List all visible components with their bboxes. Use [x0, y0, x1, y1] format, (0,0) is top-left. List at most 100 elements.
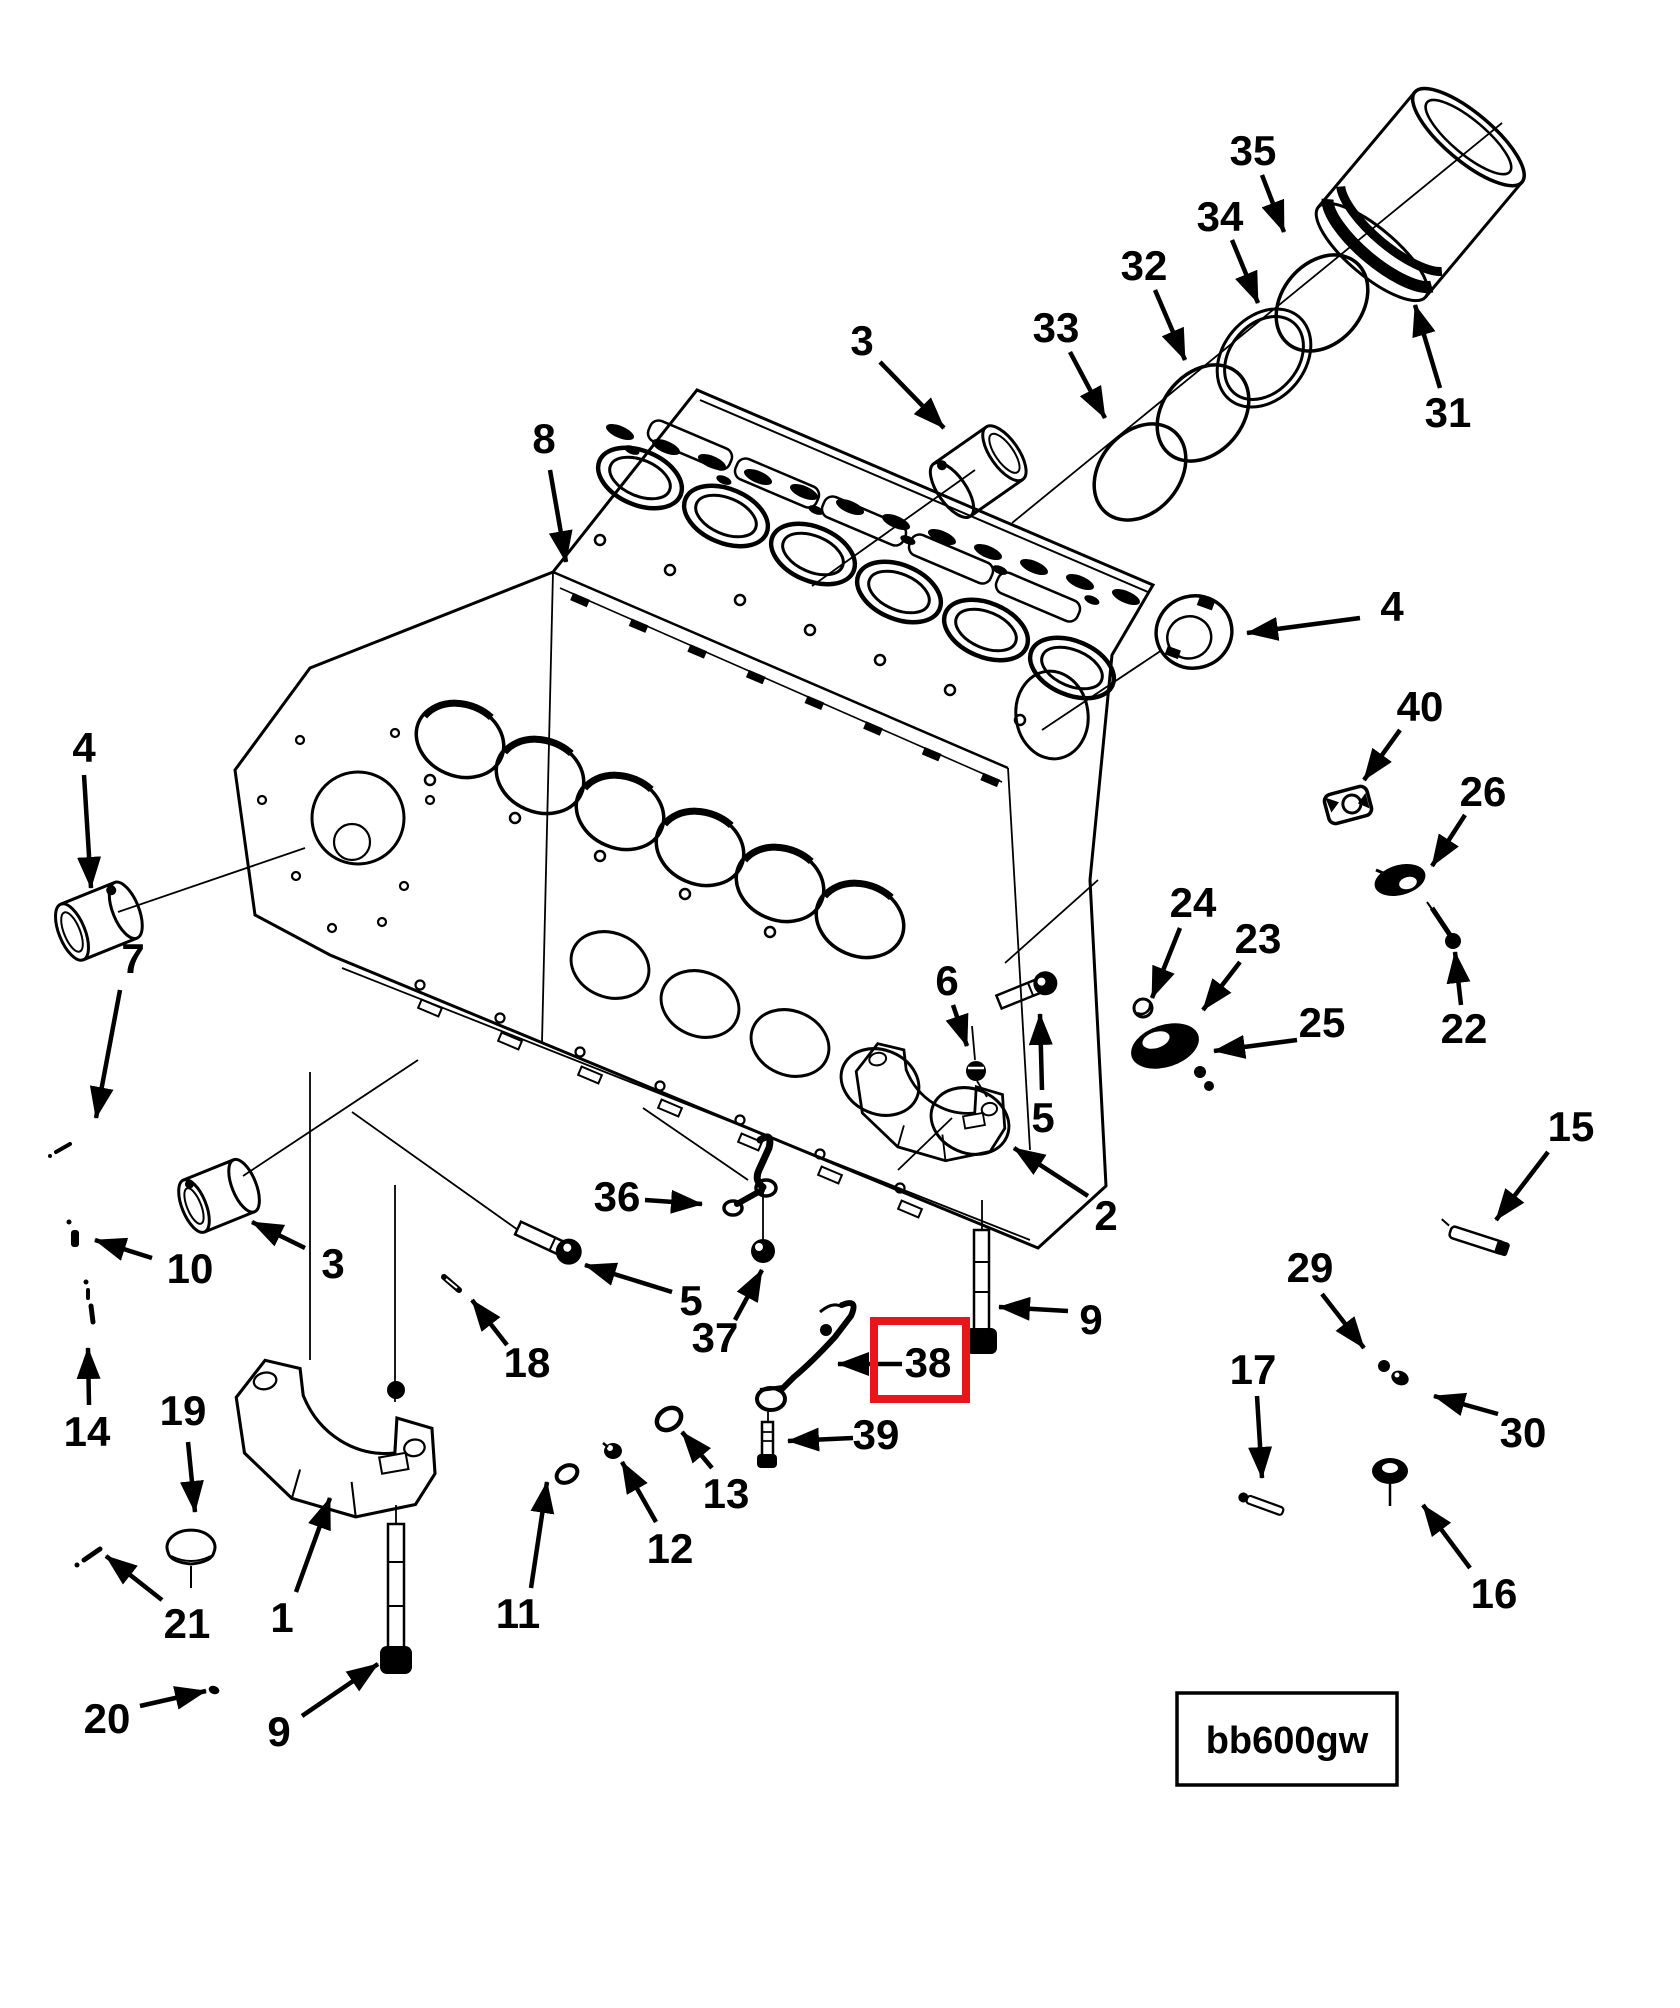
ring-11 [554, 1463, 580, 1485]
callout-arrow-32 [1152, 289, 1188, 361]
highlight-box [870, 1317, 970, 1403]
callout-arrow-39 [787, 1427, 854, 1452]
callout-4-left: 4 [72, 724, 96, 771]
callout-21: 21 [164, 1600, 211, 1647]
callout-arrow-5-left [584, 1262, 673, 1295]
callout-5-right: 5 [1031, 1094, 1054, 1141]
clip-40 [1322, 784, 1374, 826]
callout-14: 14 [64, 1408, 111, 1455]
main-bolt-9-left [380, 1381, 412, 1674]
engine-block [233, 388, 1156, 1250]
grommet-16 [1372, 1458, 1408, 1506]
callout-arrow-3-left [251, 1219, 306, 1251]
callout-arrow-37 [733, 1268, 764, 1322]
figure-code-text: bb600gw [1206, 1720, 1369, 1762]
plug-12 [602, 1442, 622, 1459]
callout-arrow-4-left [77, 774, 102, 889]
o-ring-35 [1274, 253, 1370, 353]
pin-21 [74, 1546, 103, 1568]
o-ring-32 [1155, 363, 1251, 463]
plug-20 [208, 1685, 220, 1695]
clamp-26 [1374, 864, 1426, 896]
callout-arrow-36 [644, 1189, 703, 1214]
callout-20: 20 [84, 1695, 131, 1742]
callout-13: 13 [703, 1470, 750, 1517]
callout-arrow-20 [139, 1686, 207, 1710]
nut-6 [966, 1061, 986, 1081]
bearing-cap-1 [234, 1358, 437, 1519]
cam-bushing-3-top [928, 424, 1028, 519]
callout-arrow-3-top [878, 360, 946, 430]
callout-arrow-23 [1201, 960, 1242, 1012]
callout-17: 17 [1230, 1346, 1277, 1393]
callout-2: 2 [1094, 1192, 1117, 1239]
callout-22: 22 [1441, 1005, 1488, 1052]
callout-arrow-2 [1012, 1146, 1090, 1198]
callout-35: 35 [1230, 127, 1277, 174]
callout-10: 10 [167, 1245, 214, 1292]
callout-8: 8 [532, 415, 555, 462]
callout-arrow-29 [1320, 1292, 1366, 1350]
callout-arrow-24 [1149, 927, 1183, 999]
cam-bushing-4-left [54, 880, 144, 962]
callout-arrow-19 [179, 1441, 204, 1513]
callout-34: 34 [1197, 193, 1244, 240]
callout-arrow-30 [1433, 1392, 1499, 1417]
callout-arrow-16 [1421, 1503, 1472, 1570]
callout-3-top: 3 [850, 317, 873, 364]
callout-4-right: 4 [1380, 583, 1404, 630]
callout-arrow-9-left [300, 1662, 380, 1718]
callout-15: 15 [1548, 1103, 1595, 1150]
callout-arrow-33 [1068, 350, 1107, 420]
callout-7: 7 [121, 935, 144, 982]
callout-arrow-7 [89, 989, 123, 1119]
callout-32: 32 [1121, 242, 1168, 289]
main-bolt-9-right [966, 1228, 997, 1354]
callout-arrow-15 [1494, 1150, 1550, 1222]
callout-6: 6 [935, 957, 958, 1004]
callout-arrow-31 [1412, 304, 1443, 389]
callout-31: 31 [1425, 389, 1472, 436]
callout-29: 29 [1287, 1244, 1334, 1291]
figure-code-box: bb600gw [1175, 1691, 1399, 1787]
callout-33: 33 [1033, 304, 1080, 351]
callout-arrow-12 [620, 1460, 658, 1524]
thrust-ring-4-right [1154, 594, 1234, 670]
callout-30: 30 [1500, 1409, 1547, 1456]
callout-9-left: 9 [267, 1708, 290, 1755]
bolt-37 [751, 1239, 775, 1263]
callout-arrow-13 [680, 1430, 714, 1470]
callout-40: 40 [1397, 683, 1444, 730]
o-ring-13 [654, 1405, 684, 1433]
callout-arrow-25 [1213, 1035, 1298, 1059]
callout-19: 19 [160, 1387, 207, 1434]
callout-arrow-14 [76, 1347, 101, 1406]
callout-23: 23 [1235, 915, 1282, 962]
ball-24 [1132, 997, 1154, 1019]
callout-3-left: 3 [321, 1240, 344, 1287]
fitting-29-30 [1378, 1360, 1409, 1386]
callout-11: 11 [496, 1590, 540, 1637]
callout-arrow-4-right [1246, 615, 1361, 641]
assembly-lines [117, 122, 1503, 1524]
callout-arrow-5-right [1028, 1013, 1053, 1091]
callout-layer: 1233445567899101112131415161718192021222… [64, 127, 1595, 1755]
sensor-23-25 [1131, 1023, 1214, 1091]
cooling-nozzle-38 [755, 1300, 857, 1412]
callout-18: 18 [504, 1339, 551, 1386]
callout-5-left: 5 [679, 1277, 702, 1324]
callout-25: 25 [1299, 999, 1346, 1046]
bearing-cap-2 [854, 1042, 1007, 1163]
callout-arrow-21 [104, 1554, 164, 1602]
cam-bushing-3-left [177, 1157, 261, 1234]
callout-arrow-8 [547, 469, 573, 563]
bracket-36 [722, 1133, 778, 1217]
pin-7 [48, 1142, 72, 1158]
cup-plug-19 [165, 1528, 217, 1588]
callout-arrow-11 [528, 1481, 555, 1589]
bolt-5-right [994, 971, 1058, 1011]
callout-arrow-26 [1430, 813, 1467, 868]
pin-14 [83, 1279, 96, 1325]
callout-37: 37 [692, 1314, 739, 1361]
